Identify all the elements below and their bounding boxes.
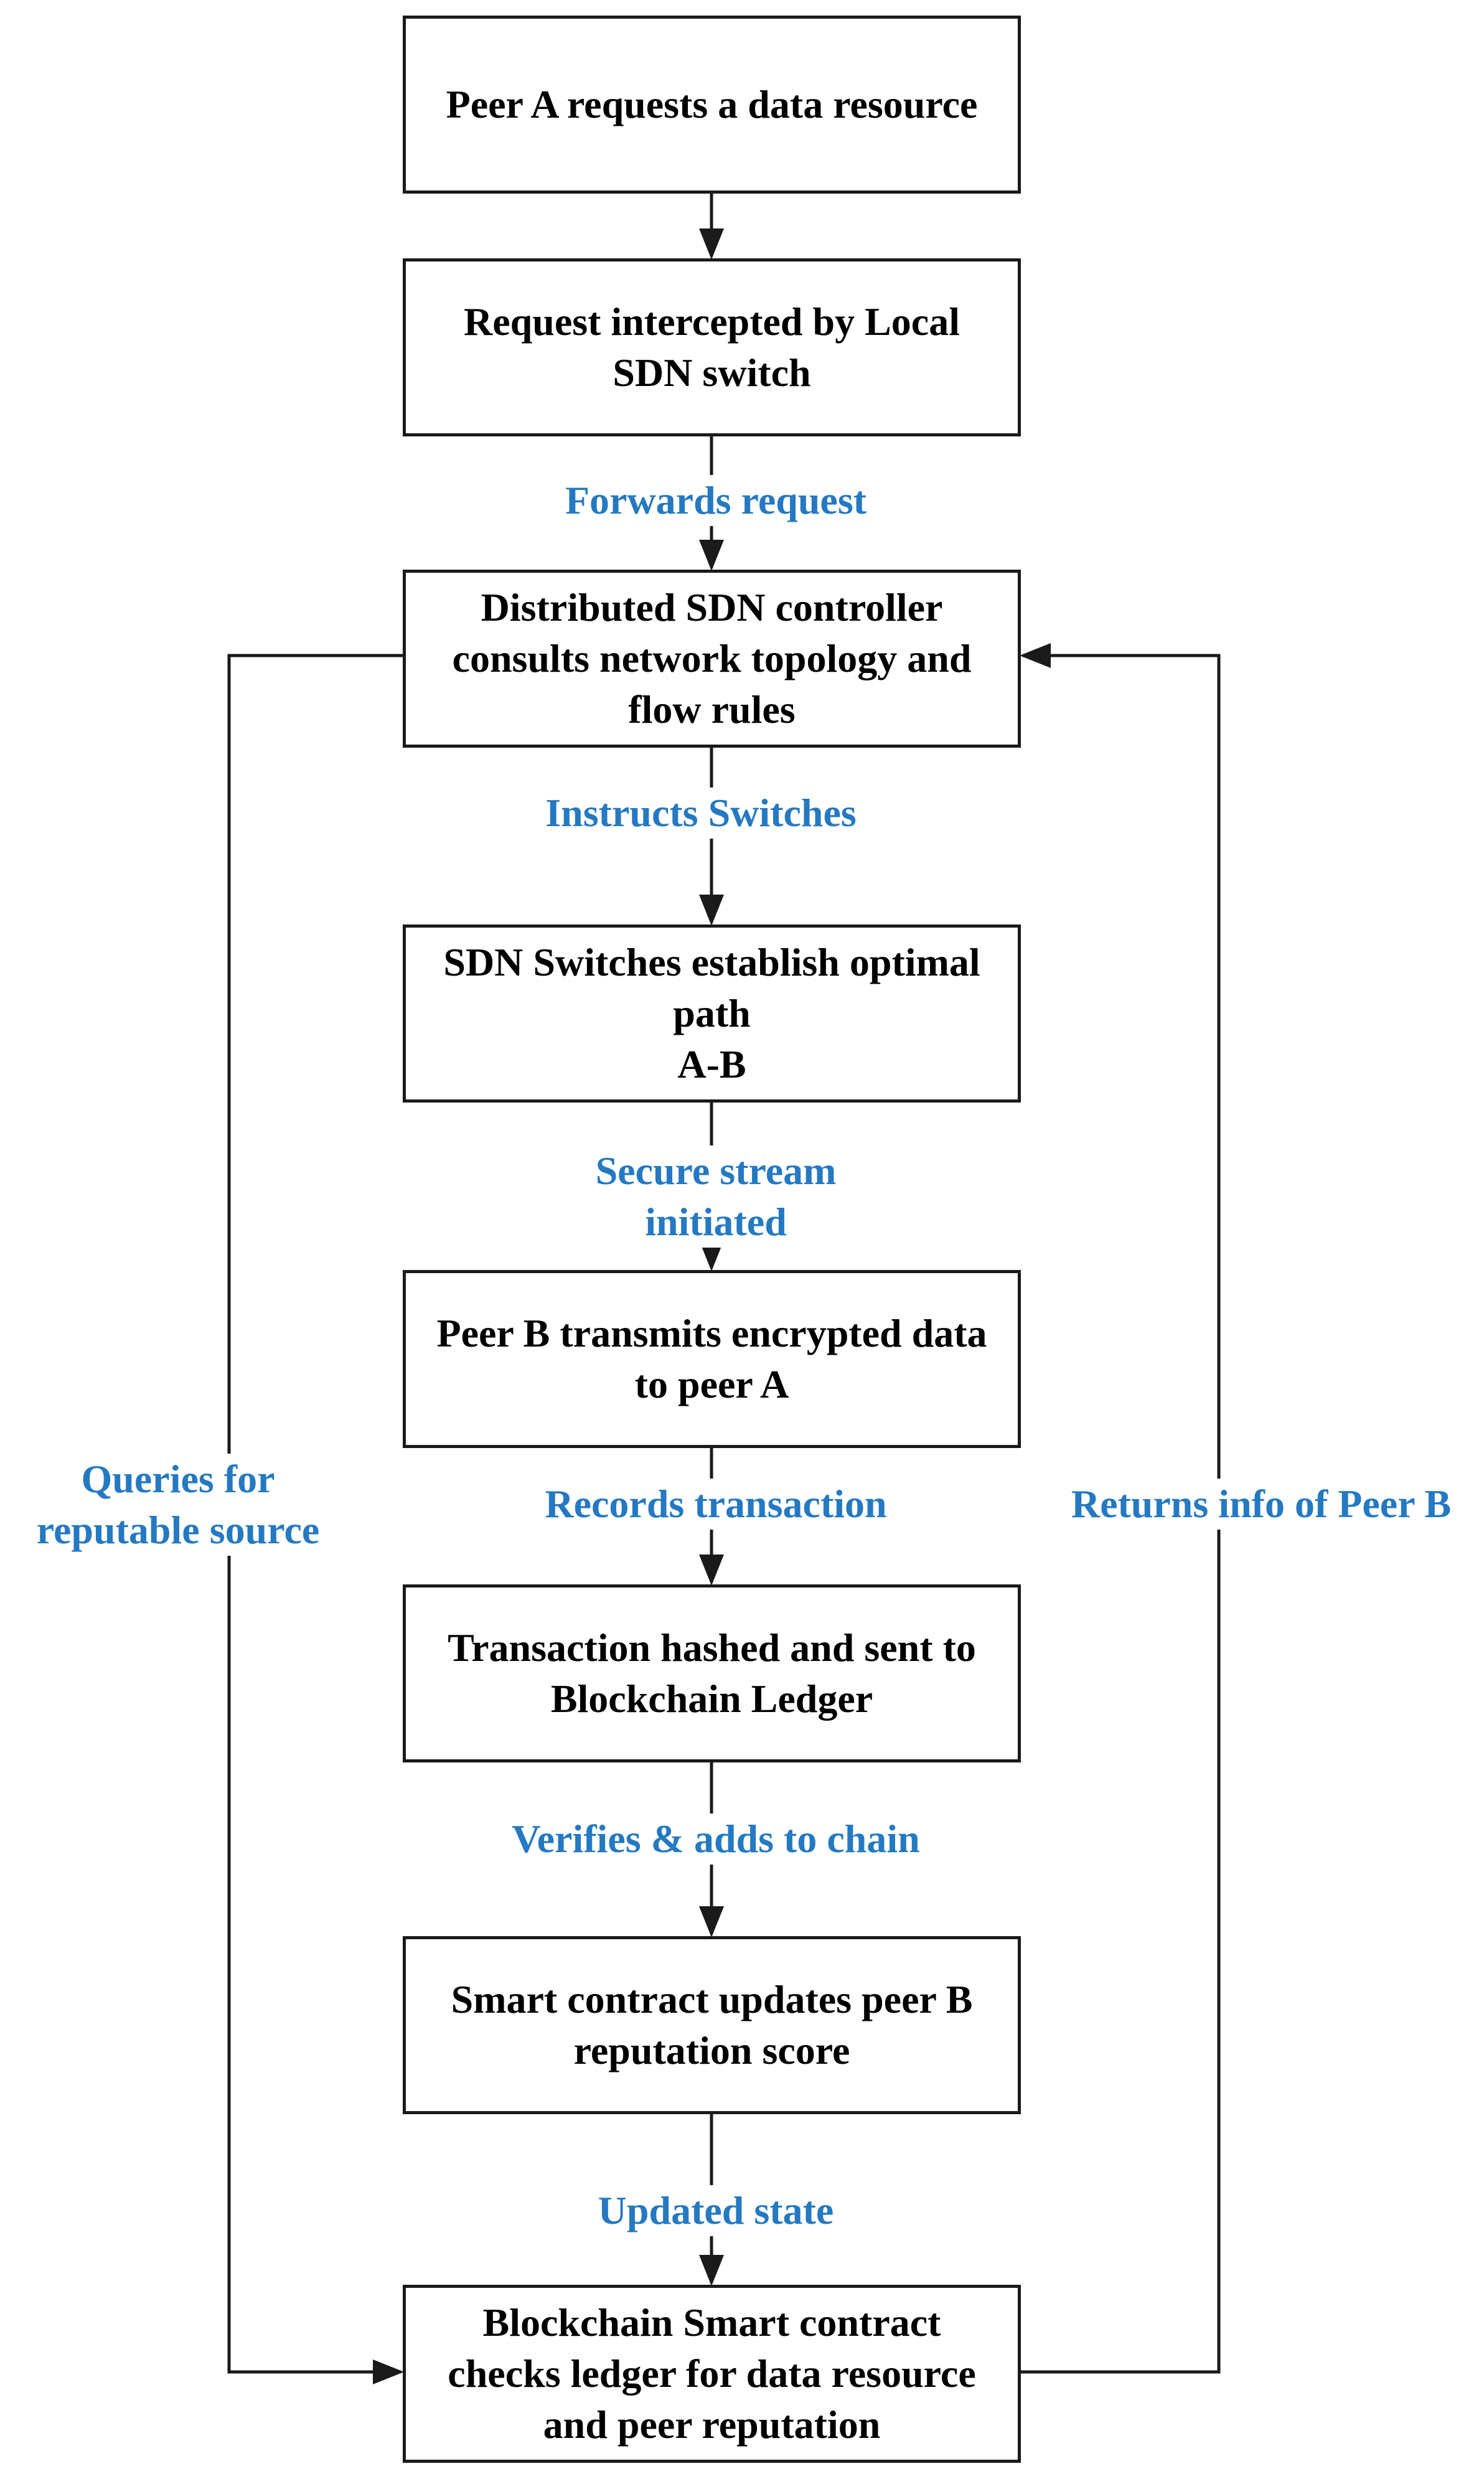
node-sdn-switch-intercept: Request intercepted by Local SDN switch xyxy=(403,258,1021,436)
edge-label-records-transaction: Records transaction xyxy=(432,1479,1000,1530)
node-sdn-controller: Distributed SDN controller consults netw… xyxy=(403,570,1021,748)
node-sdn-controller-text: Distributed SDN controller consults netw… xyxy=(452,585,972,731)
node-optimal-path-text: SDN Switches establish optimal path A-B xyxy=(443,940,980,1086)
node-sdn-switch-intercept-text: Request intercepted by Local SDN switch xyxy=(464,299,960,395)
node-transaction-hashed: Transaction hashed and sent to Blockchai… xyxy=(403,1584,1021,1762)
node-transaction-hashed-text: Transaction hashed and sent to Blockchai… xyxy=(448,1625,976,1721)
node-peer-a-request-text: Peer A requests a data resource xyxy=(446,82,978,126)
node-smart-contract-update: Smart contract updates peer B reputation… xyxy=(403,1936,1021,2114)
node-ledger-check: Blockchain Smart contract checks ledger … xyxy=(403,2285,1021,2463)
node-optimal-path: SDN Switches establish optimal path A-B xyxy=(403,924,1021,1103)
node-peer-b-transmit-text: Peer B transmits encrypted data to peer … xyxy=(436,1311,987,1406)
edge-label-updated-state: Updated state xyxy=(494,2185,937,2236)
edge-label-returns-info: Returns info of Peer B xyxy=(1033,1479,1484,1530)
edge-label-queries-source: Queries for reputable source xyxy=(0,1454,356,1556)
edge-label-forwards-request: Forwards request xyxy=(463,475,969,526)
edge-label-secure-stream: Secure stream initiated xyxy=(494,1145,937,1248)
edge-label-instructs-switches: Instructs Switches xyxy=(448,788,954,839)
node-smart-contract-update-text: Smart contract updates peer B reputation… xyxy=(451,1977,973,2072)
node-peer-b-transmit: Peer B transmits encrypted data to peer … xyxy=(403,1270,1021,1448)
edge-label-verifies-adds: Verifies & adds to chain xyxy=(401,1813,1031,1865)
node-peer-a-request: Peer A requests a data resource xyxy=(403,16,1021,194)
node-ledger-check-text: Blockchain Smart contract checks ledger … xyxy=(448,2300,976,2447)
